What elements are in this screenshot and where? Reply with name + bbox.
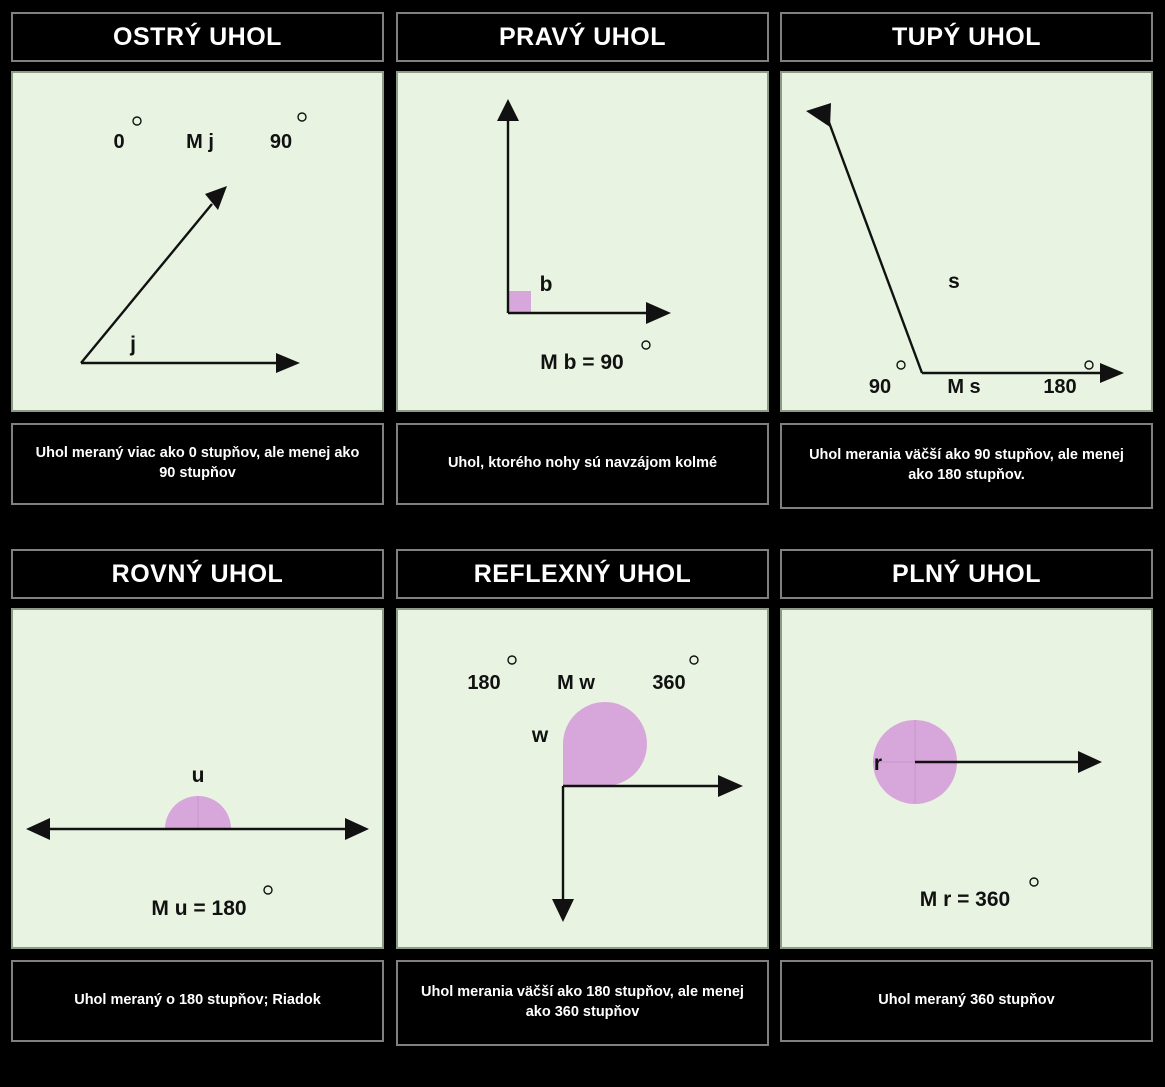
range-low-label: 90 [869,376,891,398]
vertex-label: u [192,764,205,787]
reflex-angle-marker [563,702,647,786]
arrowhead-upleft [806,103,831,127]
degree-icon [263,885,273,895]
range-low-label: 180 [467,672,500,694]
card-title: PLNÝ UHOL [892,559,1041,588]
card-right-angle: PRAVÝ UHOL b M b = 90 Uhol, ktorého nohy… [396,12,769,505]
arrowhead-right [646,302,671,324]
card-title-bar: ROVNÝ UHOL [11,549,384,599]
card-title: OSTRÝ UHOL [113,22,282,51]
range-low-label: 0 [113,131,124,153]
arrowhead-right [345,818,369,840]
arrowhead-left [26,818,50,840]
card-description: Uhol merania väčší ako 90 stupňov, ale m… [809,447,1124,483]
arrowhead-up [497,99,519,121]
measure-label: M r = 360 [920,888,1010,911]
right-angle-marker [509,291,531,313]
degree-icon [507,655,517,665]
vertex-label: b [540,273,553,296]
range-high-label: 90 [270,131,292,153]
card-description-box: Uhol, ktorého nohy sú navzájom kolmé [396,423,769,505]
degree-icon [297,112,307,122]
arrowhead-down [552,899,574,922]
measure-label: M b = 90 [540,351,623,374]
degree-icon [1084,360,1094,370]
card-title: REFLEXNÝ UHOL [473,559,692,588]
vertex-label: r [874,752,882,775]
degree-icon [1029,877,1039,887]
card-title: PRAVÝ UHOL [498,22,667,51]
range-measure-label: M s [947,376,980,398]
ray-slanted [80,203,213,364]
card-description: Uhol meraný 360 stupňov [878,992,1055,1009]
card-reflex-angle: REFLEXNÝ UHOL 180 M w 360 w Uhol meran [396,549,769,1046]
ray-upleft [825,116,924,374]
vertex-label: j [129,333,136,356]
arrowhead-right [718,775,743,797]
card-title-bar: TUPÝ UHOL [780,12,1153,62]
card-obtuse-angle: TUPÝ UHOL s 90 M s 180 Uhol merania väčš… [780,12,1153,509]
figure-acute-angle: 0 M j 90 j [11,71,384,412]
card-title: TUPÝ UHOL [892,22,1041,51]
arrowhead-upright [205,186,227,210]
figure-reflex-angle: 180 M w 360 w [396,608,769,949]
card-full-angle: PLNÝ UHOL r M r = 360 Uhol meraný 360 st… [780,549,1153,1042]
card-description-box: Uhol merania väčší ako 180 stupňov, ale … [396,960,769,1046]
arrowhead-right [1078,751,1102,773]
card-title-bar: PLNÝ UHOL [780,549,1153,599]
vertex-label: w [531,724,549,747]
card-acute-angle: OSTRÝ UHOL 0 M j 90 j Uhol meraný viac a… [11,12,384,505]
arrowhead-right [1100,363,1124,383]
figure-obtuse-angle: s 90 M s 180 [780,71,1153,412]
figure-straight-angle: u M u = 180 [11,608,384,949]
card-title-bar: REFLEXNÝ UHOL [396,549,769,599]
card-description-box: Uhol meraný viac ako 0 stupňov, ale mene… [11,423,384,505]
card-description: Uhol, ktorého nohy sú navzájom kolmé [447,455,718,472]
card-description-box: Uhol meraný 360 stupňov [780,960,1153,1042]
card-title-bar: PRAVÝ UHOL [396,12,769,62]
arrowhead-right [276,353,300,373]
card-description: Uhol merania väčší ako 180 stupňov, ale … [421,984,744,1020]
card-title: ROVNÝ UHOL [111,559,284,588]
card-description-box: Uhol merania väčší ako 90 stupňov, ale m… [780,423,1153,509]
card-title-bar: OSTRÝ UHOL [11,12,384,62]
measure-label: M u = 180 [151,897,246,920]
card-description-box: Uhol meraný o 180 stupňov; Riadok [11,960,384,1042]
figure-full-angle: r M r = 360 [780,608,1153,949]
figure-right-angle: b M b = 90 [396,71,769,412]
degree-icon [689,655,699,665]
range-high-label: 360 [652,672,685,694]
range-measure-label: M j [186,131,214,153]
card-description: Uhol meraný o 180 stupňov; Riadok [74,992,321,1009]
card-description: Uhol meraný viac ako 0 stupňov, ale mene… [35,445,360,481]
degree-icon [896,360,906,370]
degree-icon [132,116,142,126]
degree-icon [641,340,651,350]
vertex-label: s [948,270,960,293]
range-measure-label: M w [557,672,595,694]
card-straight-angle: ROVNÝ UHOL u M u = 180 Uhol meraný o 180… [11,549,384,1042]
range-high-label: 180 [1043,376,1076,398]
